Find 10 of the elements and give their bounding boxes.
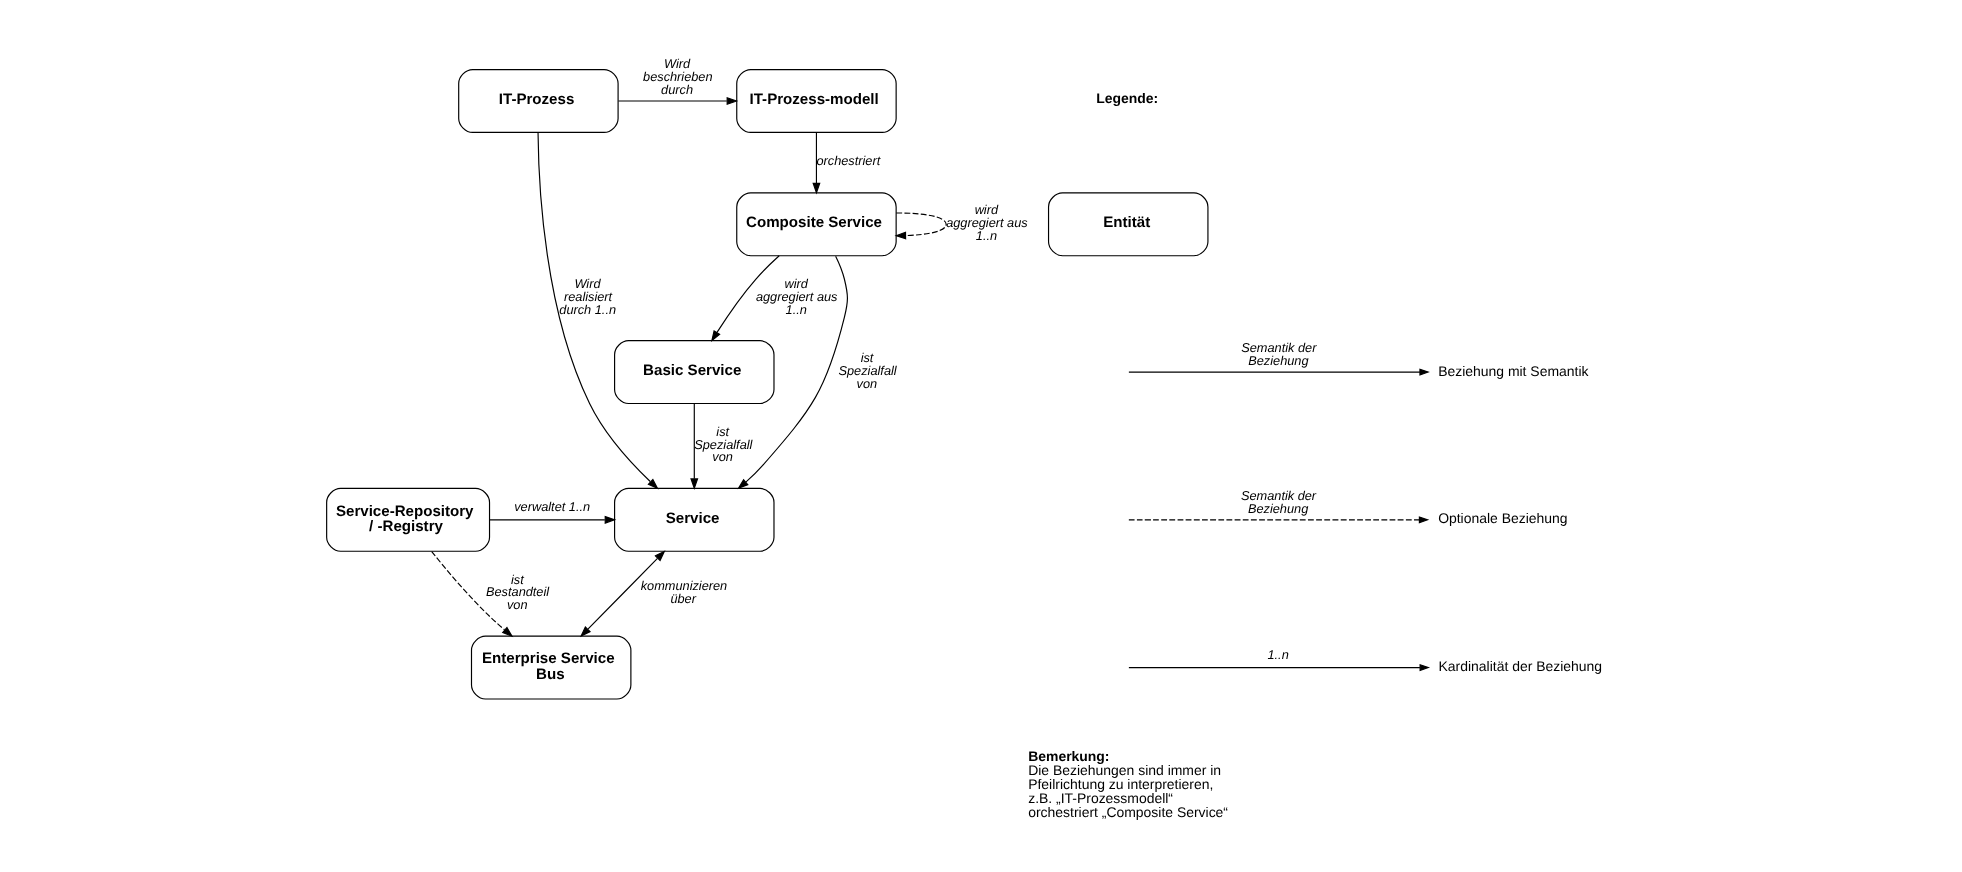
arrow xyxy=(893,212,946,240)
arrow xyxy=(536,131,658,490)
arrow xyxy=(811,132,820,195)
arrow xyxy=(616,96,738,106)
arrow xyxy=(736,255,847,490)
arrow xyxy=(430,551,513,638)
arrow xyxy=(710,255,779,343)
arrow xyxy=(488,515,616,524)
arrow xyxy=(689,403,698,490)
arrow xyxy=(578,550,665,638)
